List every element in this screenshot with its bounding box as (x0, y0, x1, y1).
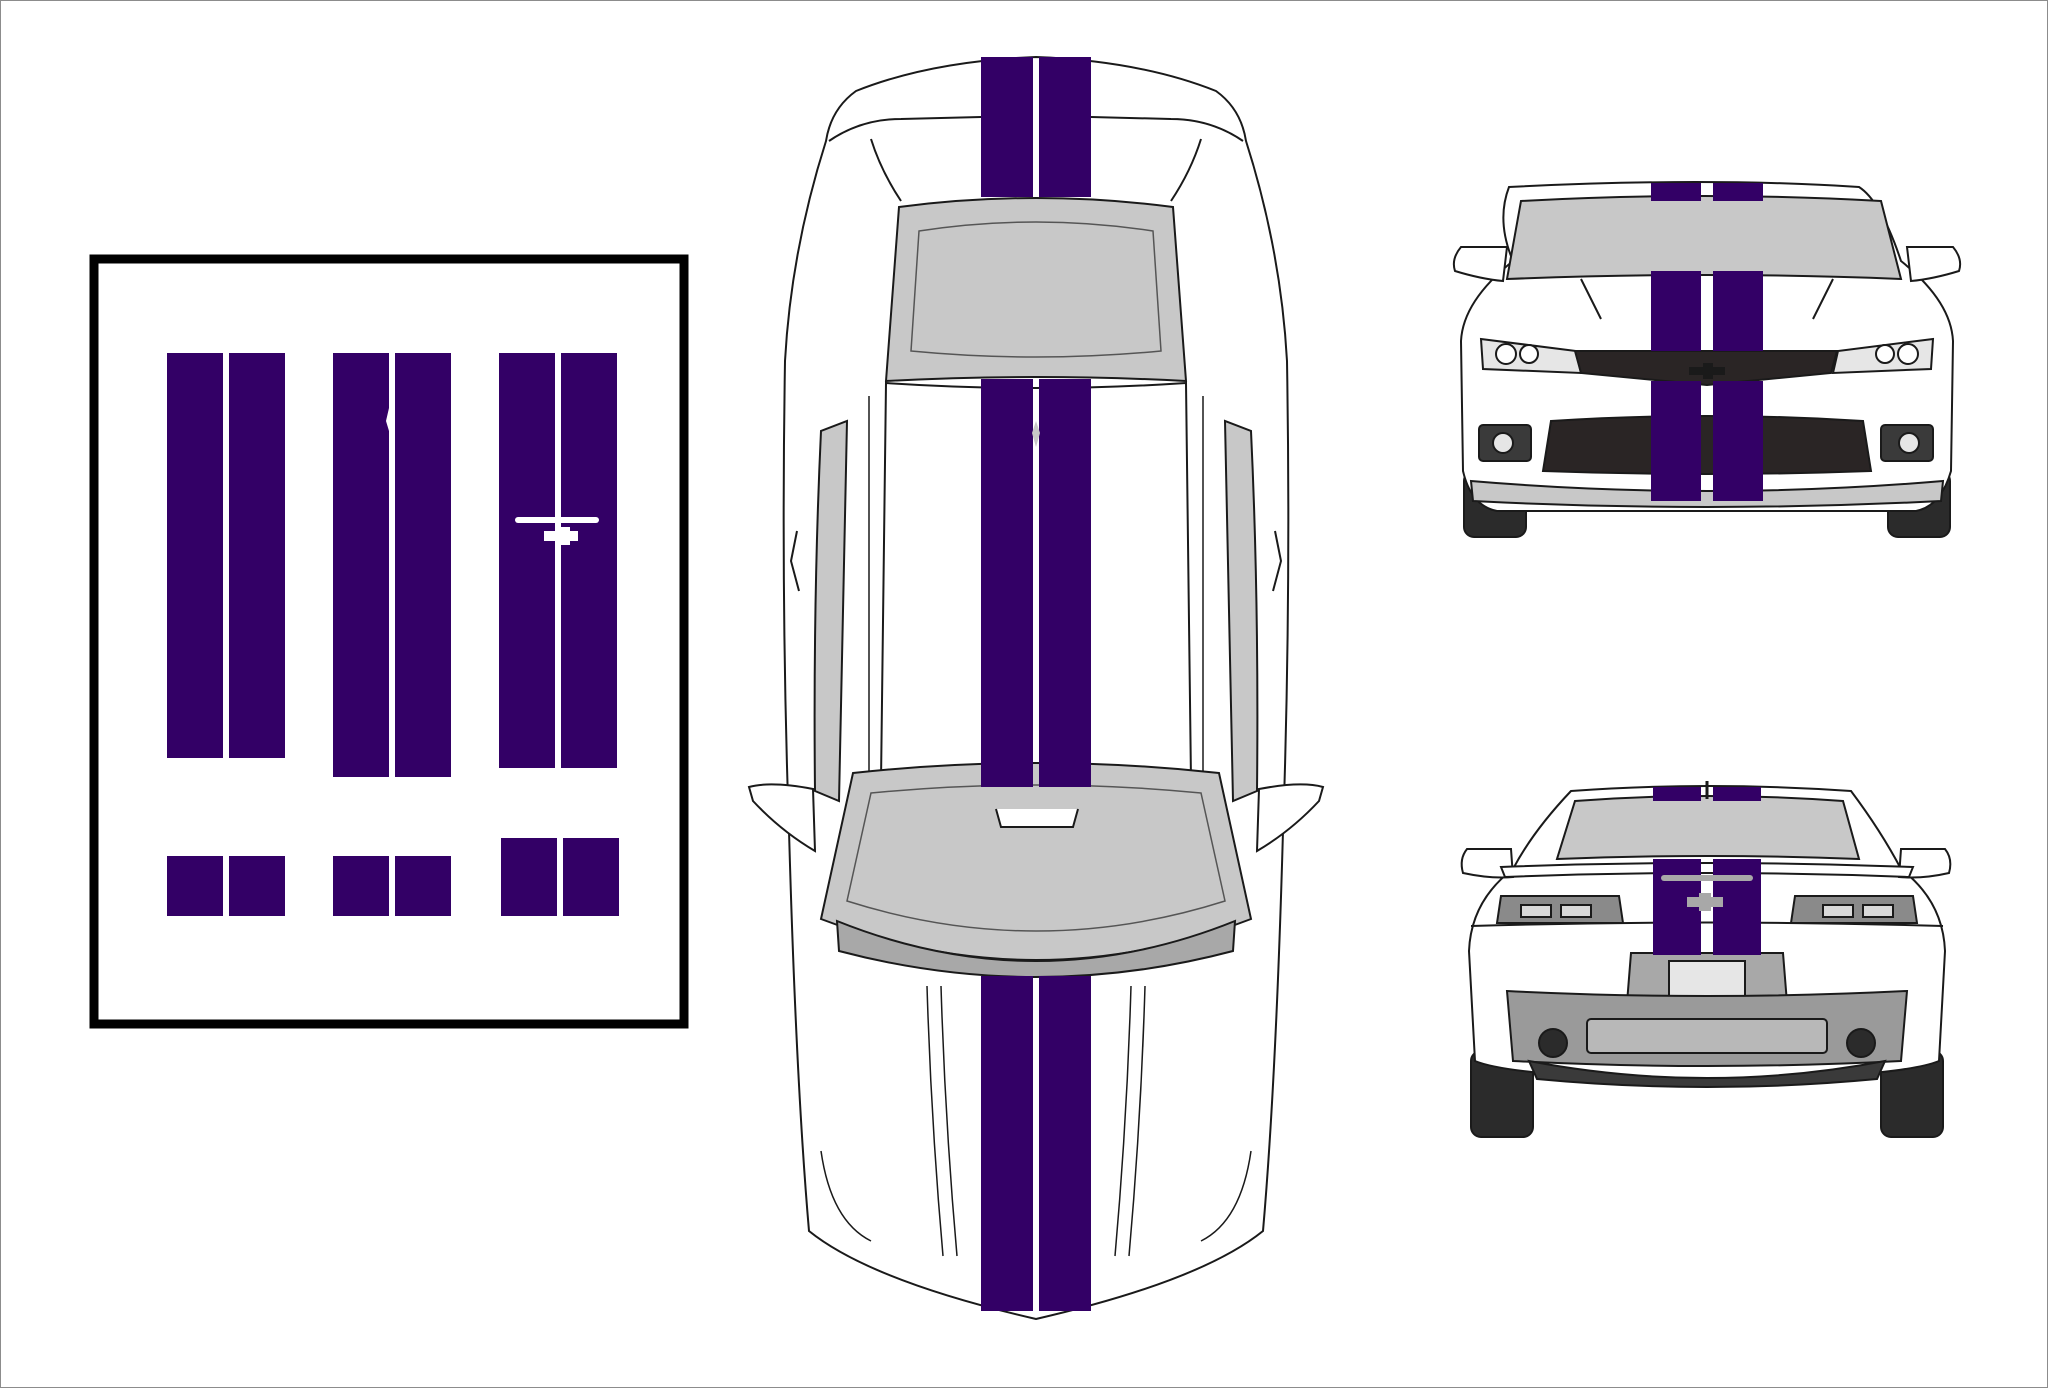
exhaust-tip-icon (1846, 1028, 1876, 1058)
left-side-window (813, 419, 849, 803)
stripe-right (1713, 381, 1763, 501)
rear-racing-stripes (1653, 787, 1761, 955)
car-front-view (1452, 181, 1962, 538)
short-stripe-pieces (167, 838, 619, 916)
stripe-piece (333, 856, 389, 916)
rear-window (884, 197, 1188, 383)
stripe-right (1713, 787, 1761, 801)
foglight-lens-icon (1492, 432, 1514, 454)
taillight-segment (1520, 904, 1552, 918)
car-rear-view (1460, 781, 1952, 1138)
headlight-projector-icon (1495, 343, 1517, 365)
stripe-piece (563, 838, 619, 916)
front-left-mirror (1452, 246, 1509, 283)
hood-creases (926, 985, 1146, 1257)
taillight-segment (1822, 904, 1854, 918)
stripe-right (1713, 271, 1763, 351)
right-mirror (1255, 783, 1325, 853)
rear-diffuser (1527, 1059, 1887, 1088)
trunk-crease (870, 138, 1202, 202)
right-side-window (1223, 419, 1259, 803)
stripe-piece (333, 353, 389, 777)
stripe-piece (501, 838, 557, 916)
car-top-view (747, 55, 1325, 1321)
spoiler-cutout-icon (515, 517, 599, 523)
stripe-left (981, 976, 1033, 1311)
stripe-left (1651, 183, 1701, 201)
stripe-left (1651, 271, 1701, 351)
headlight-projector-icon (1519, 344, 1539, 364)
taillight-segment (1560, 904, 1592, 918)
stripe-piece (395, 856, 451, 916)
stripe-left (981, 57, 1033, 197)
stripe-piece (561, 353, 617, 768)
exhaust-tip-icon (1538, 1028, 1568, 1058)
front-fender-lines (820, 1150, 1252, 1242)
hood-stripe-pair (167, 353, 285, 758)
bowtie-emblem-icon (1689, 363, 1725, 379)
rear-spoiler (1499, 862, 1915, 879)
bowtie-cutout-icon (544, 527, 578, 545)
foglight-lens-icon (1898, 432, 1920, 454)
stripe-right (1039, 976, 1091, 1311)
license-plate (1668, 960, 1746, 998)
roof-rails (868, 396, 1204, 781)
headlight-projector-icon (1897, 343, 1919, 365)
headlight-projector-icon (1875, 344, 1895, 364)
stripe-piece (229, 353, 285, 758)
stripe-piece (395, 353, 451, 777)
stripe-piece (229, 856, 285, 916)
stripe-piece (499, 353, 555, 768)
rear-left-mirror (1460, 848, 1515, 879)
front-windshield (1505, 195, 1903, 281)
rear-fascia-panel (1586, 1018, 1828, 1054)
stripe-left (981, 379, 1033, 787)
stripe-left (1651, 381, 1701, 501)
left-mirror (747, 783, 817, 853)
roof-stripe-pair (333, 353, 451, 777)
spoiler-cutout-icon (1661, 875, 1753, 881)
right-door-handle (1272, 530, 1283, 592)
trunk-stripe-pair (499, 353, 617, 768)
bowtie-emblem-icon (1687, 893, 1723, 911)
cowl (835, 919, 1237, 978)
rear-glass (1555, 795, 1861, 861)
stripe-right (1039, 379, 1091, 787)
left-door-handle (789, 530, 800, 592)
top-racing-stripes (981, 57, 1091, 1311)
hood-vents (1580, 278, 1834, 320)
stripe-right (1039, 57, 1091, 197)
taillight-segment (1862, 904, 1894, 918)
stripe-kit-panel (89, 254, 689, 1029)
spoiler-line (828, 116, 1244, 142)
trunk-line (1470, 921, 1944, 927)
front-right-mirror (1905, 246, 1962, 283)
antenna-icon (1032, 421, 1040, 447)
stripe-left (1653, 787, 1701, 801)
rearview-mirror-mount (995, 808, 1079, 828)
lower-grille (1541, 415, 1873, 475)
stripe-piece (167, 856, 223, 916)
antenna-cutout-icon (386, 408, 393, 431)
stripe-piece (167, 353, 223, 758)
stripe-right (1713, 183, 1763, 201)
front-racing-stripes (1651, 183, 1763, 501)
rear-window-inner (910, 221, 1162, 358)
front-lip (1469, 479, 1945, 508)
